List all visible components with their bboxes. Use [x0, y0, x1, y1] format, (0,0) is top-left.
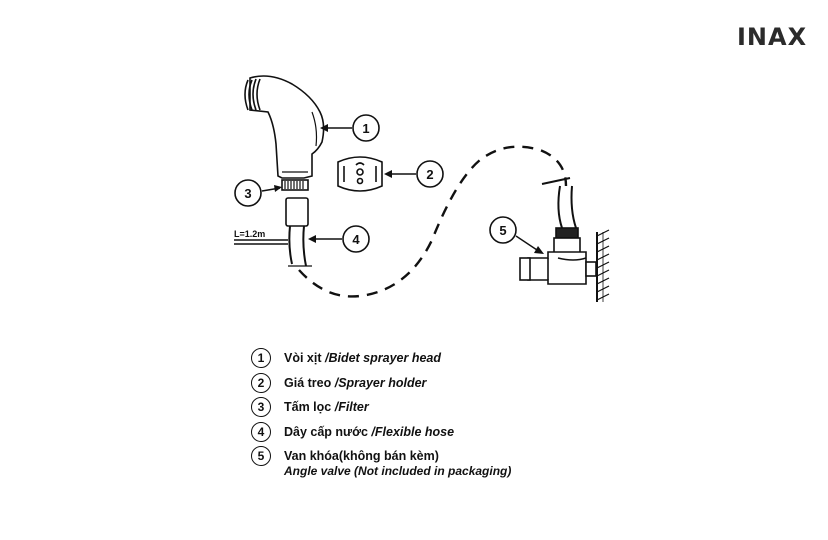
legend-label: Dây cấp nước /Flexible hose	[284, 425, 454, 439]
callout-2: 2	[416, 160, 444, 188]
legend-item: 1 Vòi xịt /Bidet sprayer head	[251, 346, 591, 371]
callout-3: 3	[234, 179, 262, 207]
callout-1: 1	[352, 114, 380, 142]
legend-label-en: /Sprayer holder	[334, 375, 427, 390]
legend-item: 3 Tấm lọc /Filter	[251, 395, 591, 420]
legend-label: Vòi xịt /Bidet sprayer head	[284, 351, 441, 365]
legend-number-badge: 5	[251, 446, 271, 467]
legend-label-vi: Vòi xịt	[284, 351, 325, 366]
legend-label: Tấm lọc /Filter	[284, 400, 369, 414]
brand-logo: INAX	[737, 23, 808, 51]
wall-drawing	[596, 229, 610, 302]
legend-number-badge: 3	[251, 397, 271, 418]
legend-label-vi: Tấm lọc	[284, 400, 335, 415]
callout-leaders	[261, 124, 544, 254]
hose-fitting-drawing	[285, 197, 312, 267]
hose-end-drawing	[541, 177, 577, 229]
svg-text:4: 4	[352, 232, 360, 247]
sprayer-holder-drawing	[337, 156, 383, 192]
svg-text:2: 2	[426, 167, 433, 182]
parts-legend: 1 Vòi xịt /Bidet sprayer head 2 Giá treo…	[251, 346, 591, 478]
angle-valve-drawing	[519, 227, 597, 285]
legend-item5-subline: Angle valve (Not included in packaging)	[284, 463, 512, 478]
callout-5: 5	[489, 216, 517, 244]
legend-number-badge: 4	[251, 421, 271, 442]
flexible-hose-dashed	[298, 145, 568, 298]
legend-label-en: /Flexible hose	[371, 424, 455, 439]
legend-item: 4 Dây cấp nước /Flexible hose	[251, 420, 591, 445]
svg-text:3: 3	[244, 186, 251, 201]
legend-label-en: /Bidet sprayer head	[324, 351, 441, 366]
callout-4: 4	[342, 225, 370, 253]
hose-length-label: L=1.2m	[234, 229, 265, 239]
legend-item: 2 Giá treo /Sprayer holder	[251, 371, 591, 396]
legend-label-vi: Dây cấp nước	[284, 424, 372, 439]
legend-item: 5 Van khóa(không bán kèm)	[251, 444, 591, 469]
legend-number-badge: 1	[251, 348, 271, 369]
svg-text:5: 5	[499, 223, 506, 238]
svg-text:1: 1	[362, 121, 369, 136]
legend-number-badge: 2	[251, 372, 271, 393]
legend-label: Van khóa(không bán kèm)	[284, 449, 439, 463]
sprayer-head-drawing	[244, 75, 325, 179]
legend-label-en: /Filter	[334, 400, 369, 415]
legend-label-vi: Giá treo	[284, 375, 335, 390]
legend-label: Giá treo /Sprayer holder	[284, 376, 426, 390]
legend-label-vi: Van khóa(không bán kèm)	[284, 449, 439, 464]
hose-length-dimension	[234, 239, 288, 245]
filter-drawing	[281, 179, 309, 191]
